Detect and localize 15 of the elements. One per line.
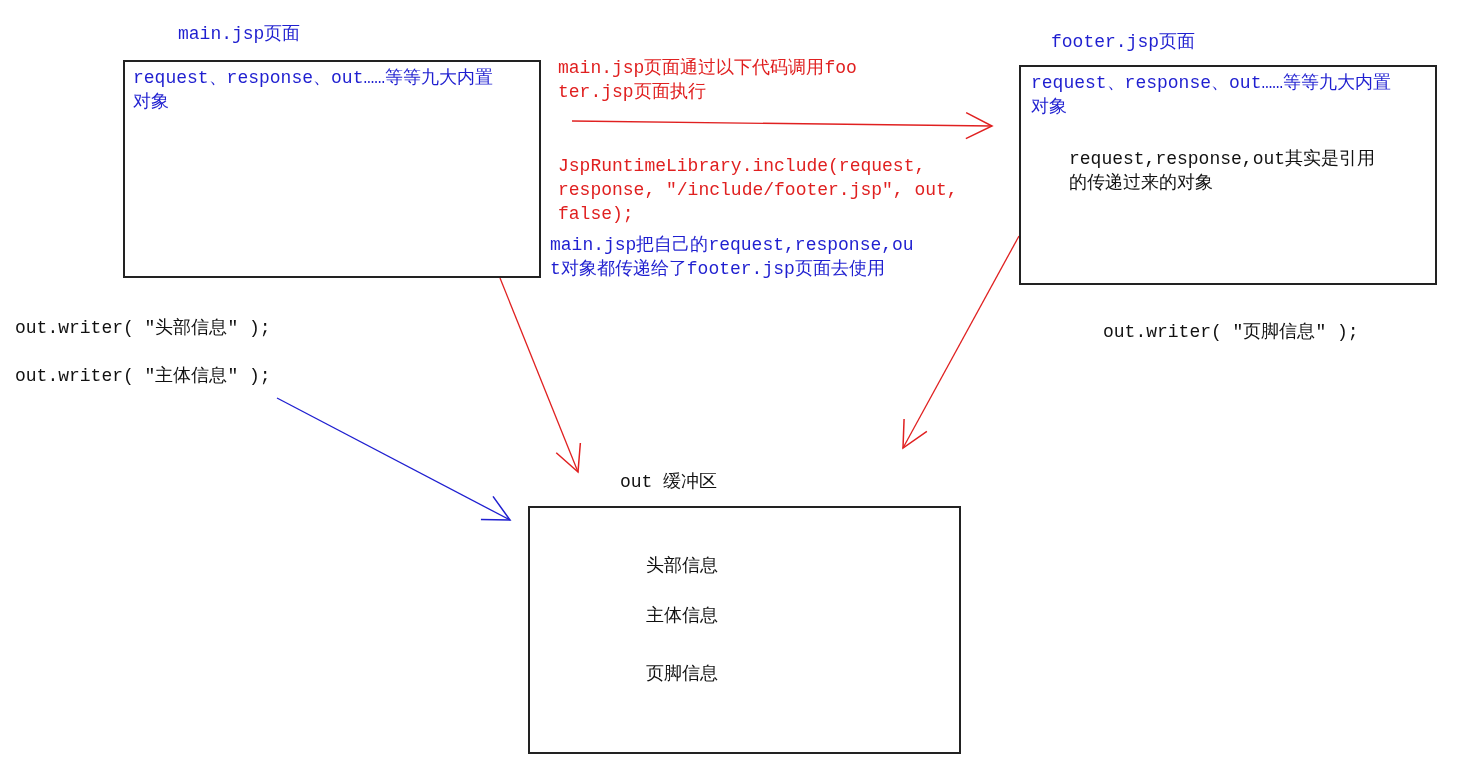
box-heading: footer.jsp页面 xyxy=(1051,31,1196,54)
object-text: request,response,out其实是引用的传递过来的对象 xyxy=(1069,148,1377,195)
object-text: request、response、out……等等九大内置对象 xyxy=(133,67,495,114)
box-heading: out 缓冲区 xyxy=(620,471,718,494)
box-heading: main.jsp页面 xyxy=(178,23,301,46)
object-text: request、response、out……等等九大内置对象 xyxy=(1031,72,1393,119)
arrow xyxy=(499,277,582,473)
buffer-entry: 头部信息 xyxy=(646,555,718,578)
buffer-entry: 页脚信息 xyxy=(646,663,718,686)
buffer-entry: 主体信息 xyxy=(646,605,718,628)
arrow xyxy=(571,111,993,140)
arrow xyxy=(276,397,511,521)
arrow xyxy=(902,235,1020,449)
code-line: out.writer( "主体信息" ); xyxy=(15,364,335,390)
edge-label: main.jsp页面通过以下代码调用footer.jsp页面执行 xyxy=(558,56,858,104)
